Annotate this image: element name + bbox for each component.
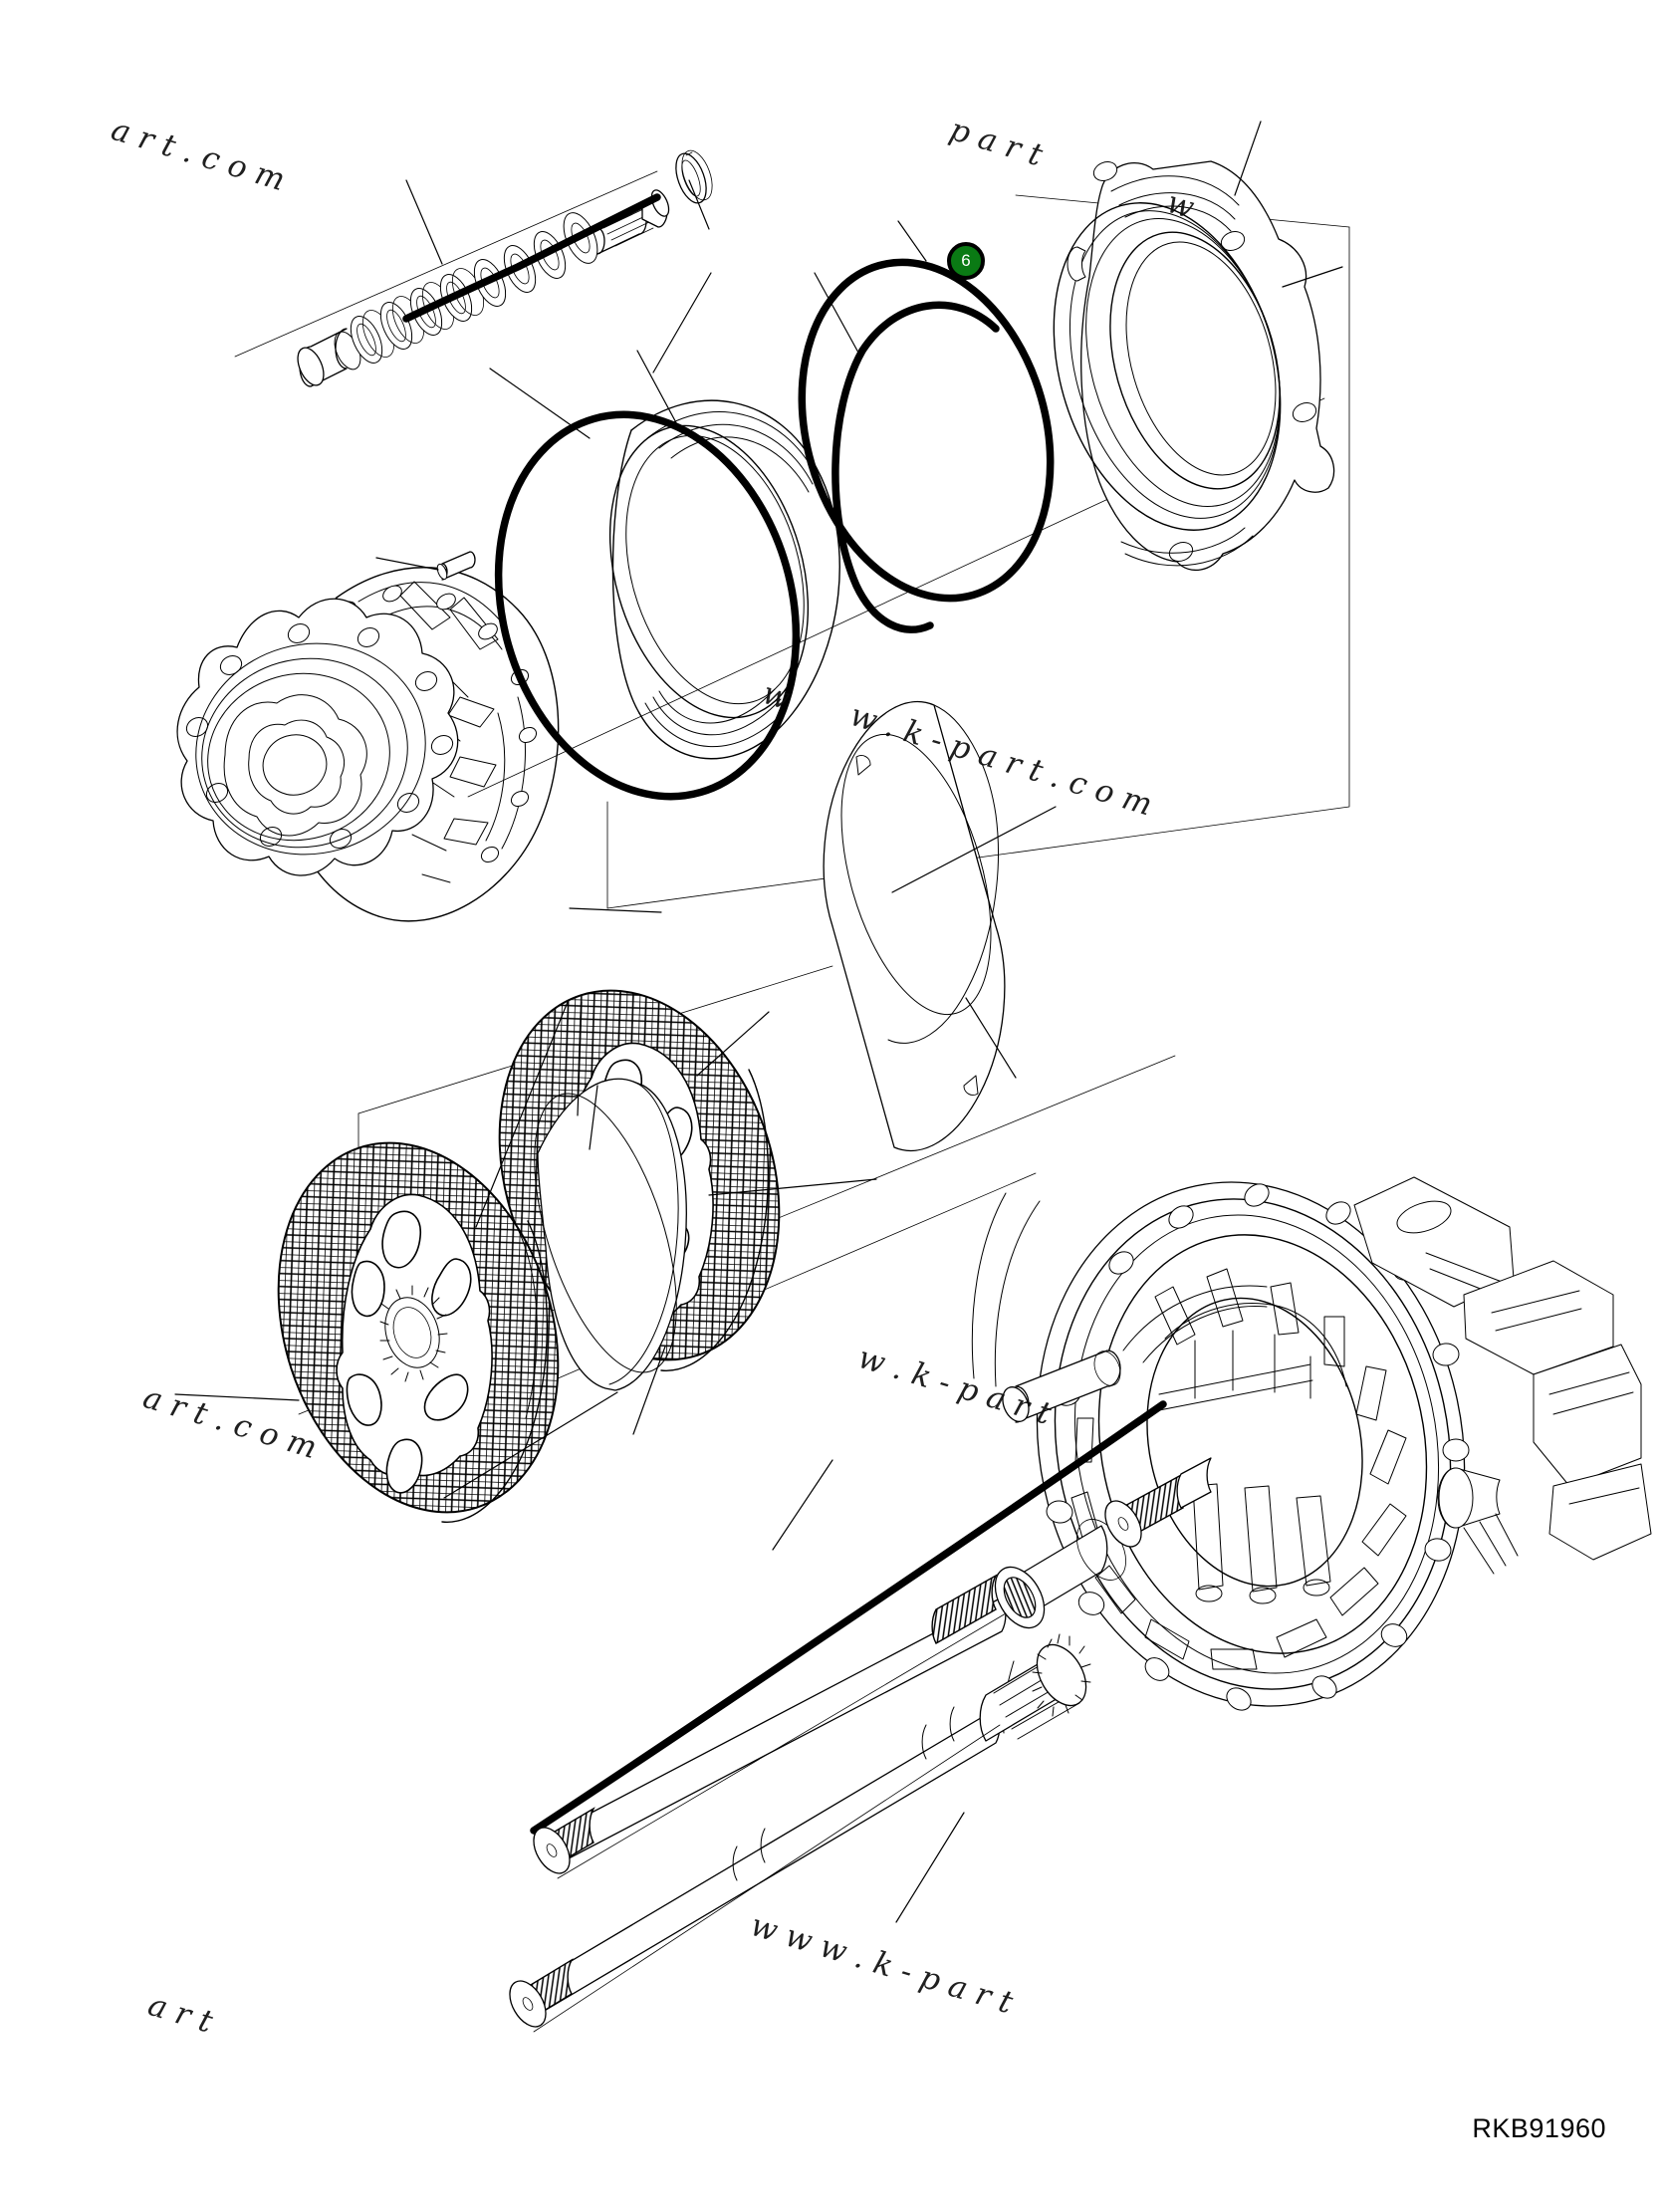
axle-housing (971, 1176, 1652, 1734)
disc-slots-front (346, 1210, 472, 1494)
backing-plate (823, 700, 1057, 1152)
drawing-number: RKB91960 (1472, 2113, 1606, 2143)
brake-piston-housing (1053, 121, 1343, 572)
o-ring-large (489, 368, 801, 801)
bold-leader-axle (530, 1400, 1167, 1835)
housing-bolt-holes (1046, 1183, 1470, 1711)
o-ring-seal (798, 220, 1055, 633)
leader-axle-upper (772, 1459, 833, 1551)
spline-end-lower-left (509, 1958, 574, 2028)
housing-extension (1353, 1176, 1652, 1575)
dowel-pin-hub (436, 551, 476, 581)
spring-washer-stack (297, 149, 713, 387)
coupling-sleeve (994, 1519, 1126, 1629)
separator-plate (534, 1078, 687, 1391)
piston-ring-set (608, 350, 840, 760)
spline-end-upper-right (931, 1574, 998, 1644)
leader-lines (569, 272, 712, 1116)
spline-end-upper-left (533, 1807, 595, 1874)
axle-shaft-upper (533, 1574, 1007, 1879)
snap-ring (675, 149, 713, 204)
axle-shaft-lower (509, 1633, 1091, 2033)
spline-head-lower (979, 1633, 1091, 1742)
friction-disc-front (174, 1001, 618, 1523)
axle-stub-right (1104, 1457, 1212, 1548)
wheel-hub (176, 551, 560, 922)
dowel-pin (1002, 1350, 1121, 1423)
callout-badge-6[interactable]: 6 (947, 242, 985, 280)
spline-hub-front (379, 1285, 448, 1382)
